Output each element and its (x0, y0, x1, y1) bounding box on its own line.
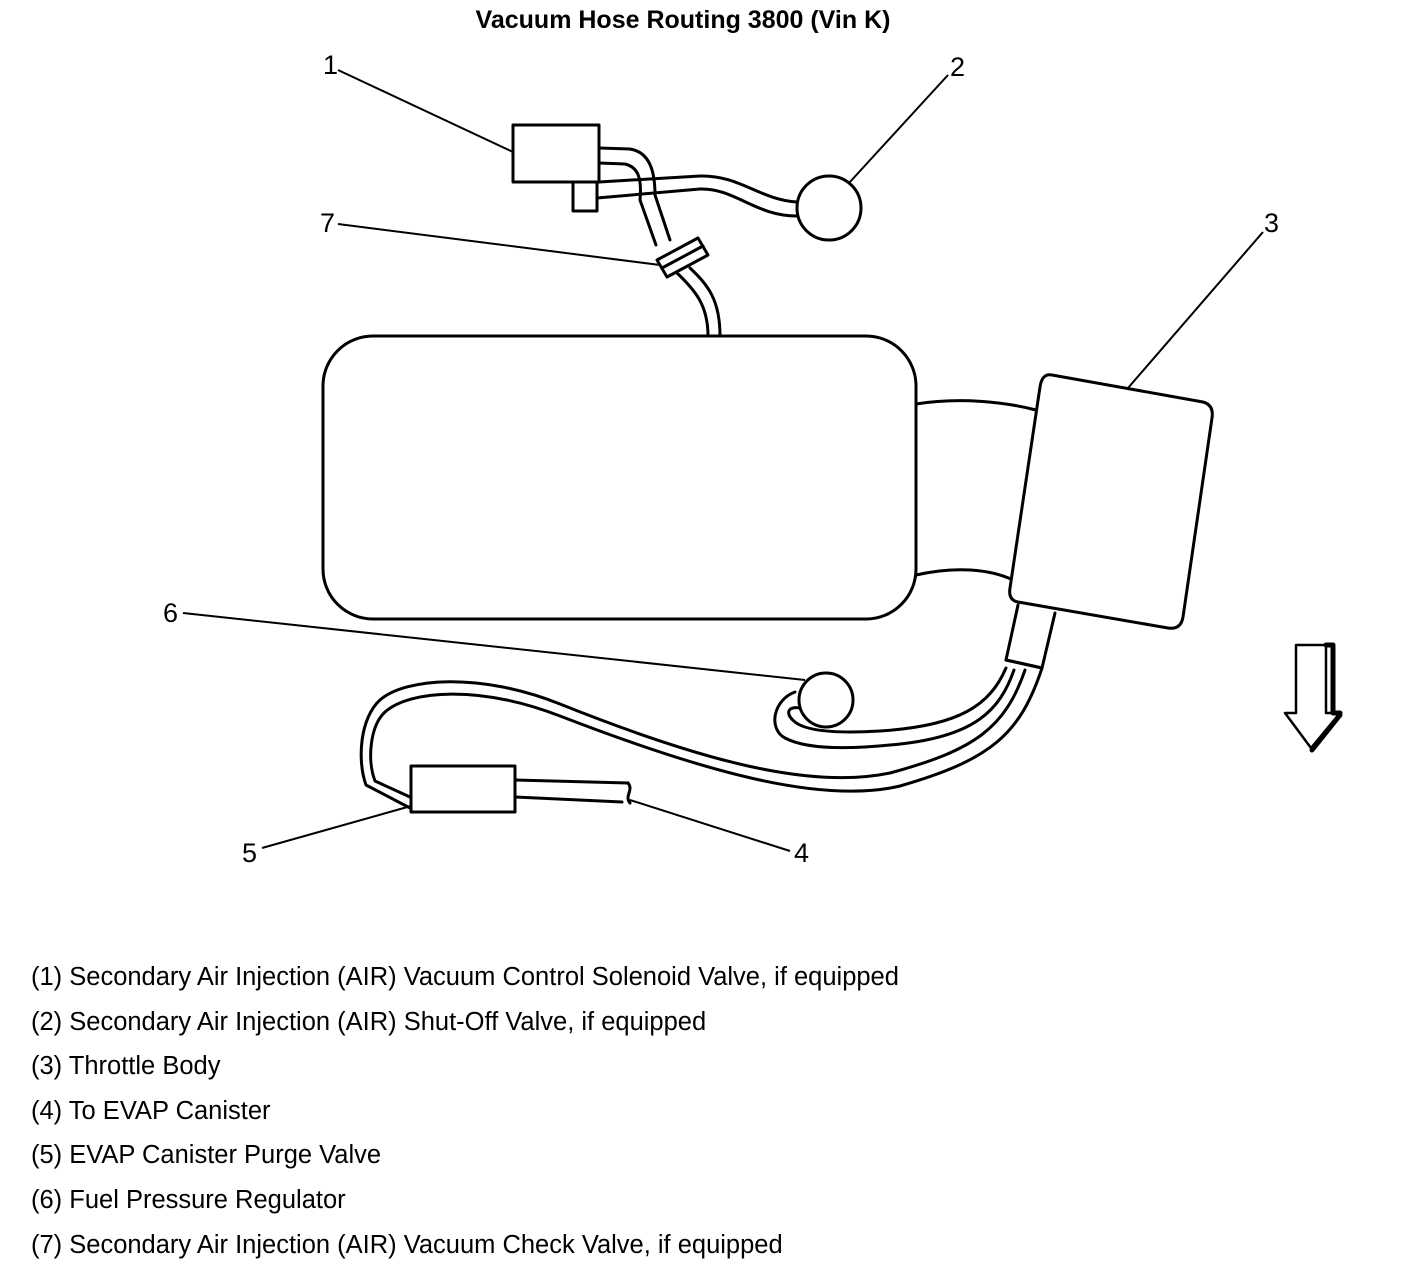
leader-6 (182, 612, 806, 681)
leader-4 (629, 799, 791, 852)
hose-check-to-plenum-outer (688, 266, 722, 338)
hose-throttle-to-purge-outer (369, 666, 1044, 799)
air-shutoff-valve (795, 174, 863, 242)
throttle-throat-upper (914, 399, 1038, 412)
leader-5 (261, 805, 412, 849)
hose-solenoid-to-check-inner (597, 161, 658, 247)
callout-3: 3 (1264, 208, 1279, 238)
leader-2 (848, 74, 949, 184)
callout-4: 4 (794, 838, 809, 868)
air-vacuum-check-valve (655, 236, 710, 279)
hose-throttle-to-regulator-inner (787, 666, 1008, 734)
leader-1 (337, 69, 514, 153)
hose-throttle-to-purge-inner (359, 668, 1027, 810)
throttle-throat-lower (914, 568, 1015, 582)
throttle-hose-stub (1004, 603, 1057, 670)
callout-5: 5 (242, 838, 257, 868)
hose-solenoid-to-shutoff-upper (597, 174, 799, 204)
callout-2: 2 (950, 52, 965, 82)
legend-item: (2) Secondary Air Injection (AIR) Shut-O… (31, 1007, 707, 1036)
leader-3 (1127, 231, 1264, 389)
hose-to-evap-canister (513, 778, 630, 804)
legend-item: (3) Throttle Body (31, 1052, 221, 1081)
throttle-hose-clamp (1004, 658, 1044, 670)
air-vacuum-solenoid (511, 123, 601, 184)
fuel-pressure-regulator (797, 671, 855, 729)
callout-6: 6 (163, 598, 178, 628)
parts-legend: (1) Secondary Air Injection (AIR) Vacuum… (31, 960, 899, 1272)
callout-7: 7 (320, 208, 335, 238)
intake-plenum (321, 334, 918, 621)
hose-check-to-plenum-inner (674, 270, 710, 338)
legend-item: (4) To EVAP Canister (31, 1096, 271, 1125)
throttle-body (1008, 373, 1214, 630)
leader-7 (337, 223, 661, 266)
evap-purge-valve (409, 764, 517, 814)
legend-item: (5) EVAP Canister Purge Valve (31, 1141, 382, 1170)
legend-item: (1) Secondary Air Injection (AIR) Vacuum… (31, 963, 899, 991)
legend-item: (6) Fuel Pressure Regulator (31, 1185, 346, 1214)
down-arrow-icon (1283, 642, 1343, 753)
hose-solenoid-to-shutoff-lower (595, 187, 799, 218)
legend-item: (7) Secondary Air Injection (AIR) Vacuum… (31, 1230, 783, 1259)
diagram-title: Vacuum Hose Routing 3800 (Vin K) (475, 6, 891, 34)
vacuum-hose-diagram: 1 2 3 4 5 6 7 (163, 50, 1343, 868)
hose-solenoid-to-check-outer (597, 146, 672, 242)
solenoid-port (571, 180, 599, 213)
callout-1: 1 (323, 50, 338, 80)
hose-cut-end (626, 781, 632, 805)
hose-throttle-to-regulator-outer (773, 668, 1016, 750)
